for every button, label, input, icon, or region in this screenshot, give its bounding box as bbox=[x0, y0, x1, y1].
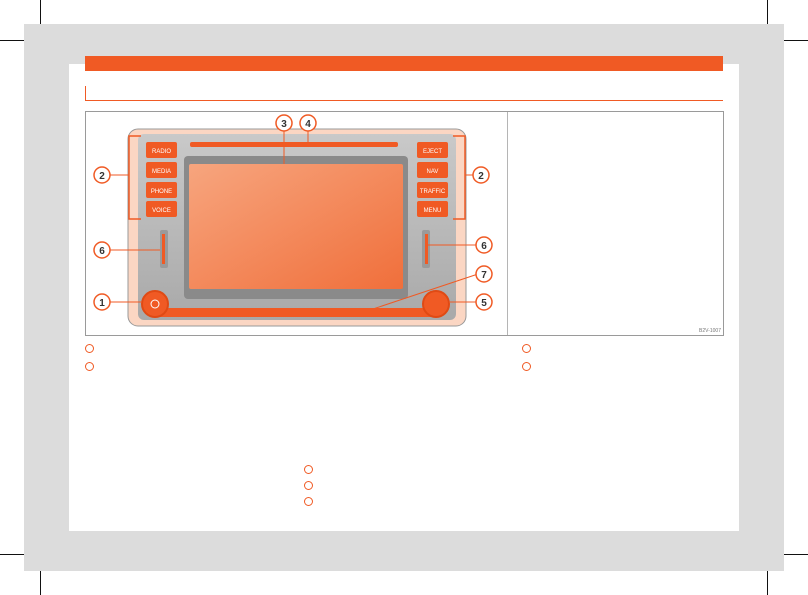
callouts: 1 2 2 3 4 5 6 6 7 bbox=[93, 114, 493, 311]
left-button-column: RADIO MEDIA PHONE VOICE bbox=[146, 142, 177, 217]
radio-illustration: RADIO MEDIA PHONE VOICE EJECT NAV TRAFFI… bbox=[93, 114, 493, 327]
heading-marker bbox=[85, 86, 86, 101]
callout-number: 6 bbox=[99, 246, 105, 257]
crop-mark bbox=[784, 554, 808, 555]
tuner-knob bbox=[422, 290, 450, 318]
callout-number: 4 bbox=[305, 119, 311, 130]
leader-line bbox=[369, 273, 479, 311]
bottom-strip bbox=[156, 308, 436, 317]
figure-divider bbox=[507, 112, 508, 335]
crop-mark bbox=[784, 40, 808, 41]
callout-circle bbox=[93, 241, 111, 259]
button-label: PHONE bbox=[151, 189, 172, 195]
cd-slot bbox=[190, 142, 398, 147]
callout-number: 2 bbox=[478, 171, 484, 182]
button bbox=[146, 142, 177, 158]
button bbox=[417, 182, 448, 198]
callout-number: 7 bbox=[481, 270, 487, 281]
button bbox=[417, 142, 448, 158]
button-label: TRAFFIC bbox=[420, 189, 446, 195]
callout-circle bbox=[475, 293, 493, 311]
right-button-column: EJECT NAV TRAFFIC MENU bbox=[417, 142, 448, 217]
reference-circle bbox=[522, 362, 531, 371]
button-label: EJECT bbox=[423, 149, 442, 155]
callout-number: 3 bbox=[281, 119, 287, 130]
button-label: RADIO bbox=[152, 149, 171, 155]
card-slot bbox=[425, 234, 428, 264]
callout-circle bbox=[275, 114, 293, 132]
button bbox=[417, 201, 448, 217]
reference-circle bbox=[85, 344, 94, 353]
reference-circle bbox=[85, 362, 94, 371]
callout-circle bbox=[93, 166, 111, 184]
crop-mark bbox=[767, 0, 768, 24]
bracket bbox=[453, 135, 466, 220]
callout-circle bbox=[93, 293, 111, 311]
reference-circle bbox=[522, 344, 531, 353]
callout-circle bbox=[472, 166, 490, 184]
callout-circle bbox=[475, 265, 493, 283]
callout-number: 6 bbox=[481, 241, 487, 252]
screen bbox=[189, 164, 403, 289]
crop-mark bbox=[0, 40, 24, 41]
button bbox=[146, 201, 177, 217]
crop-mark bbox=[40, 0, 41, 24]
button bbox=[146, 162, 177, 178]
callout-number: 2 bbox=[99, 171, 105, 182]
crop-mark bbox=[40, 571, 41, 595]
card-slot bbox=[162, 234, 165, 264]
reference-circle bbox=[304, 465, 313, 474]
button-label: MENU bbox=[424, 208, 442, 214]
crop-mark bbox=[0, 554, 24, 555]
button-label: VOICE bbox=[152, 208, 171, 214]
callout-number: 1 bbox=[99, 298, 105, 309]
callout-circle bbox=[475, 236, 493, 254]
radio-figure: RADIO MEDIA PHONE VOICE EJECT NAV TRAFFI… bbox=[85, 111, 724, 336]
button-label: NAV bbox=[427, 169, 439, 175]
bracket bbox=[128, 135, 141, 220]
heading-rule bbox=[85, 100, 723, 101]
callout-circle bbox=[299, 114, 317, 132]
button-label: MEDIA bbox=[152, 169, 171, 175]
callout-number: 5 bbox=[481, 298, 487, 309]
volume-knob bbox=[141, 290, 169, 318]
reference-circle bbox=[304, 481, 313, 490]
header-bar bbox=[85, 56, 723, 71]
button bbox=[146, 182, 177, 198]
reference-circle bbox=[304, 497, 313, 506]
button bbox=[417, 162, 448, 178]
crop-mark bbox=[767, 571, 768, 595]
power-symbol bbox=[150, 299, 160, 309]
figure-code: B2V-1007 bbox=[699, 328, 721, 334]
